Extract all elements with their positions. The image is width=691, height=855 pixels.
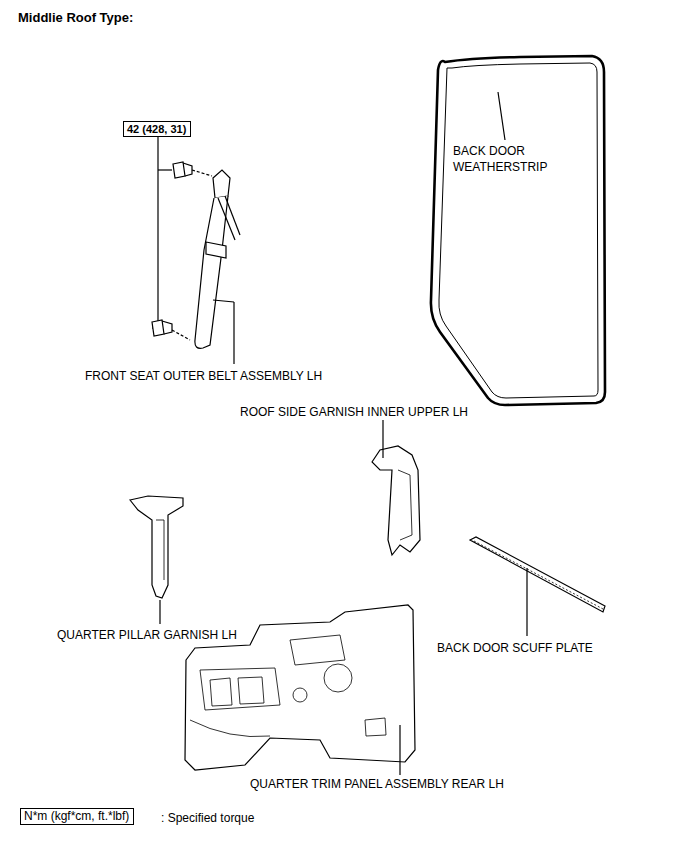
part-name: QUARTER PILLAR GARNISH LH	[57, 627, 237, 643]
diagram-title: Middlie Roof Type:	[18, 10, 133, 26]
torque-text: N*m (kgf*cm, ft.*lbf)	[24, 809, 130, 824]
part-name: QUARTER TRIM PANEL ASSEMBLY REAR LH	[250, 776, 504, 792]
part-name: BACK DOOR WEATHERSTRIP	[453, 143, 553, 175]
part-name: BACK DOOR SCUFF PLATE	[437, 640, 593, 656]
part-name: FRONT SEAT OUTER BELT ASSEMBLY LH	[85, 368, 322, 384]
part-name: : Specified torque	[161, 810, 254, 826]
part-name: ROOF SIDE GARNISH INNER UPPER LH	[240, 404, 468, 420]
torque-box: 42 (428, 31)	[123, 121, 191, 137]
legend-box: N*m (kgf*cm, ft.*lbf)	[20, 808, 134, 825]
torque-text: 42 (428, 31)	[127, 122, 187, 136]
